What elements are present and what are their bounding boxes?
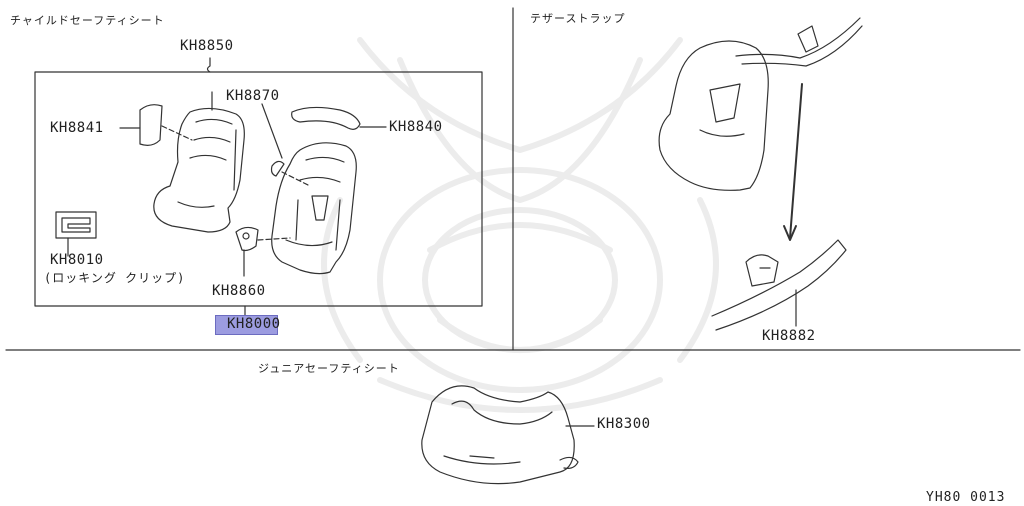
shoulder-pad-drawing [291, 106, 387, 130]
kh8000-highlight [215, 315, 278, 335]
tether-strap-drawing [711, 239, 847, 331]
headrest-pad-drawing [119, 104, 193, 146]
section-title-junior-seat: ジュニアセーフティシート [258, 362, 400, 375]
part-label-kh8882[interactable]: KH8882 [762, 328, 816, 344]
section-title-tether-strap: テザーストラップ [530, 12, 626, 25]
section-title-child-seat: チャイルドセーフティシート [10, 14, 165, 27]
watermark-emblem [321, 37, 719, 413]
seat-cover-drawing [153, 91, 245, 233]
seat-shell-drawing [271, 142, 357, 275]
junior-seat-drawing [421, 385, 595, 485]
part-label-kh8000[interactable]: KH8000 [227, 316, 281, 332]
part-label-kh8860[interactable]: KH8860 [212, 283, 266, 299]
part-note-kh8010: (ロッキング クリップ) [44, 271, 186, 285]
diagram-code: YH80 0013 [926, 490, 1006, 505]
child-seat-group-frame [34, 71, 483, 307]
part-label-kh8840[interactable]: KH8840 [389, 119, 443, 135]
part-label-kh8841[interactable]: KH8841 [50, 120, 104, 136]
tether-seat-drawing [658, 17, 863, 241]
clip-drawing [235, 226, 291, 277]
kh8850-leader [206, 57, 211, 73]
part-label-kh8850[interactable]: KH8850 [180, 38, 234, 54]
part-label-kh8870[interactable]: KH8870 [226, 88, 280, 104]
part-label-kh8010[interactable]: KH8010 [50, 252, 104, 268]
part-label-kh8300[interactable]: KH8300 [597, 416, 651, 432]
buckle-drawing [261, 103, 311, 187]
locking-clip-drawing [55, 211, 97, 257]
